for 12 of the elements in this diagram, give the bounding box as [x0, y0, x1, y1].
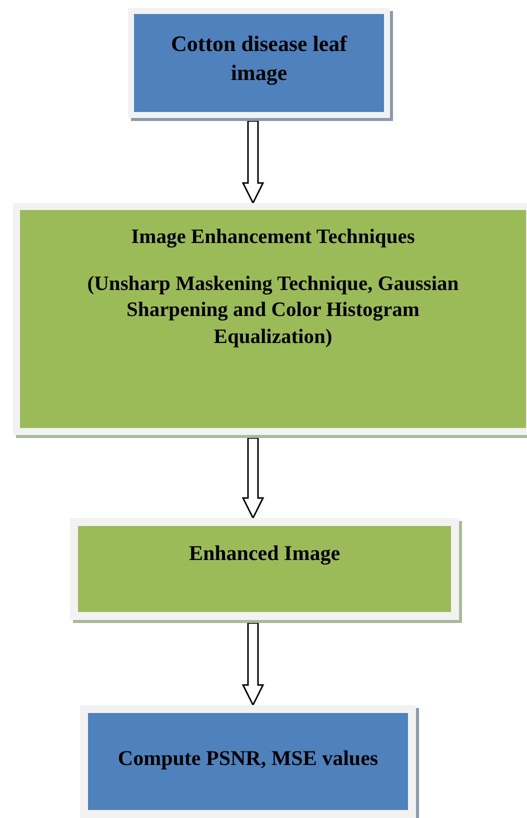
- box-title: Compute PSNR, MSE values: [118, 744, 378, 772]
- box-title: Enhanced Image: [188, 540, 340, 567]
- block-arrow: [242, 437, 264, 520]
- box-text: (Unsharp Maskening Technique, Gaussian Sharpening and Color Histogram Equalization): [86, 272, 460, 350]
- process-box: [128, 8, 390, 118]
- process-box: [70, 518, 459, 620]
- box-title: Image Enhancement Techniques: [131, 225, 415, 250]
- block-arrow: [242, 622, 264, 707]
- process-box: [13, 203, 527, 435]
- process-box: [80, 705, 416, 818]
- block-arrow: [242, 120, 264, 205]
- box-title: Cotton disease leaf image: [170, 30, 348, 87]
